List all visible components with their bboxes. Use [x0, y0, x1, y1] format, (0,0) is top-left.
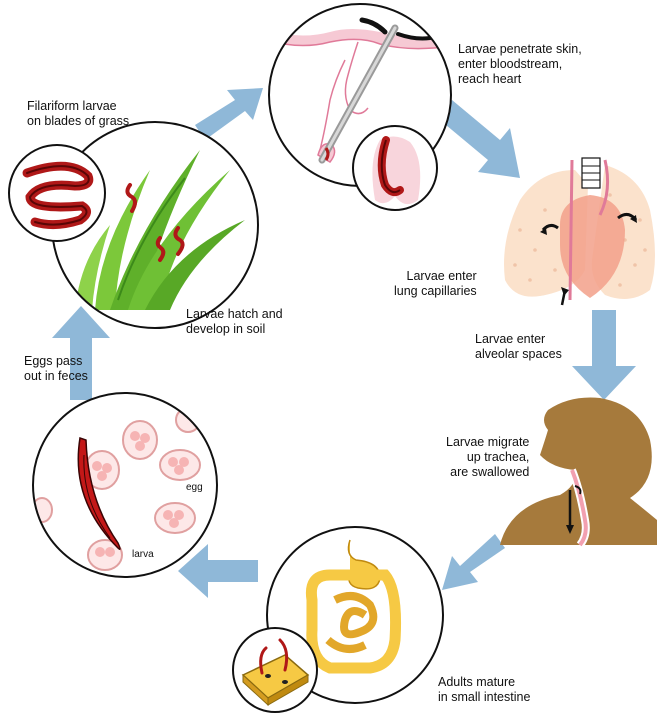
label-line: up trachea,	[446, 450, 529, 465]
label-line: Filariform larvae	[27, 99, 129, 114]
label-line: in small intestine	[438, 690, 530, 705]
label-line: are swallowed	[446, 465, 529, 480]
intestine-wall-inset	[233, 628, 317, 712]
skin-circle	[268, 4, 452, 210]
label-migrate-trachea: Larvae migrate up trachea, are swallowed	[446, 435, 529, 480]
label-filariform-larvae: Filariform larvae on blades of grass	[27, 99, 129, 129]
label-line: Eggs pass	[24, 354, 88, 369]
label-eggs-pass: Eggs pass out in feces	[24, 354, 88, 384]
arrow-grass-to-skin	[195, 88, 263, 140]
arrow-throat-to-intestine	[442, 534, 505, 590]
intestine-circle	[233, 527, 443, 712]
worm-inset	[9, 145, 105, 241]
label-line: lung capillaries	[394, 284, 477, 299]
label-line: Larvae hatch and	[186, 307, 283, 322]
label-adults-mature: Adults mature in small intestine	[438, 675, 530, 705]
label-line: Larvae enter	[394, 269, 477, 284]
arrow-skin-to-lungs	[440, 100, 520, 178]
larva-tag: larva	[132, 549, 154, 560]
label-lung-capillaries: Larvae enter lung capillaries	[394, 269, 477, 299]
label-hatch-develop: Larvae hatch and develop in soil	[186, 307, 283, 337]
egg-tag: egg	[186, 482, 203, 493]
egg	[155, 503, 195, 533]
arrow-eggs-to-grass	[52, 306, 110, 400]
label-line: Larvae enter	[475, 332, 562, 347]
label-line: alveolar spaces	[475, 347, 562, 362]
follicle-inset	[353, 126, 437, 210]
egg	[160, 450, 200, 480]
arrow-lungs-to-throat	[572, 310, 636, 400]
arrow-intestine-to-eggs	[178, 544, 258, 598]
label-line: develop in soil	[186, 322, 283, 337]
label-alveolar-spaces: Larvae enter alveolar spaces	[475, 332, 562, 362]
label-line: out in feces	[24, 369, 88, 384]
label-line: on blades of grass	[27, 114, 129, 129]
grass-circle	[9, 122, 258, 328]
lungs-illustration	[504, 158, 655, 305]
label-line: Larvae migrate	[446, 435, 529, 450]
label-line: enter bloodstream,	[458, 57, 582, 72]
label-penetrate-skin: Larvae penetrate skin, enter bloodstream…	[458, 42, 582, 87]
label-line: reach heart	[458, 72, 582, 87]
label-line: Larvae penetrate skin,	[458, 42, 582, 57]
label-line: Adults mature	[438, 675, 530, 690]
egg	[123, 421, 157, 459]
